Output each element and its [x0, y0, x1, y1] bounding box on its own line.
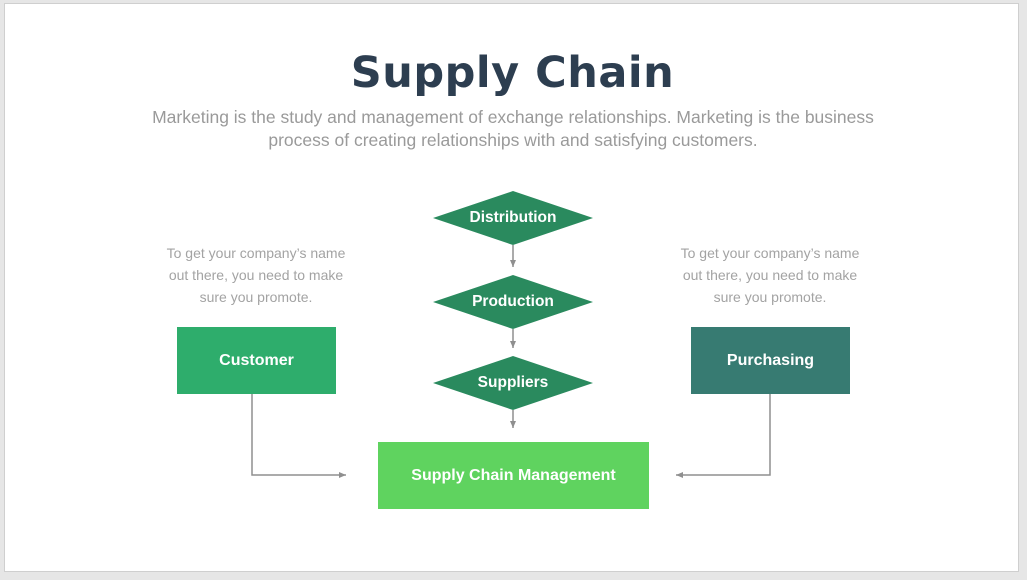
step-distribution-label: Distribution: [469, 209, 557, 226]
customer-box: Customer: [177, 327, 336, 394]
page-title: Supply Chain: [350, 48, 675, 98]
supply-chain-management-label: Supply Chain Management: [411, 466, 616, 484]
subtitle: Marketing is the study and management of…: [152, 107, 874, 150]
left-description: To get your company’s name out there, yo…: [166, 245, 346, 305]
diamond-production: [433, 275, 593, 329]
supply-chain-management-box: Supply Chain Management: [378, 442, 649, 509]
diamond-distribution: [433, 191, 593, 245]
step-production-label: Production: [472, 293, 554, 310]
step-suppliers-label: Suppliers: [477, 374, 549, 391]
purchasing-label: Purchasing: [726, 351, 815, 369]
purchasing-box: Purchasing: [691, 327, 850, 394]
connector-lines: [251, 191, 771, 478]
diamond-suppliers: [433, 356, 593, 410]
connector-purchasing-management: [676, 394, 771, 478]
connector-customer-management: [251, 394, 346, 478]
slide: Supply Chain Marketing is the study and …: [4, 3, 1019, 572]
right-description: To get your company’s name out there, yo…: [680, 245, 860, 305]
customer-label: Customer: [219, 351, 294, 369]
